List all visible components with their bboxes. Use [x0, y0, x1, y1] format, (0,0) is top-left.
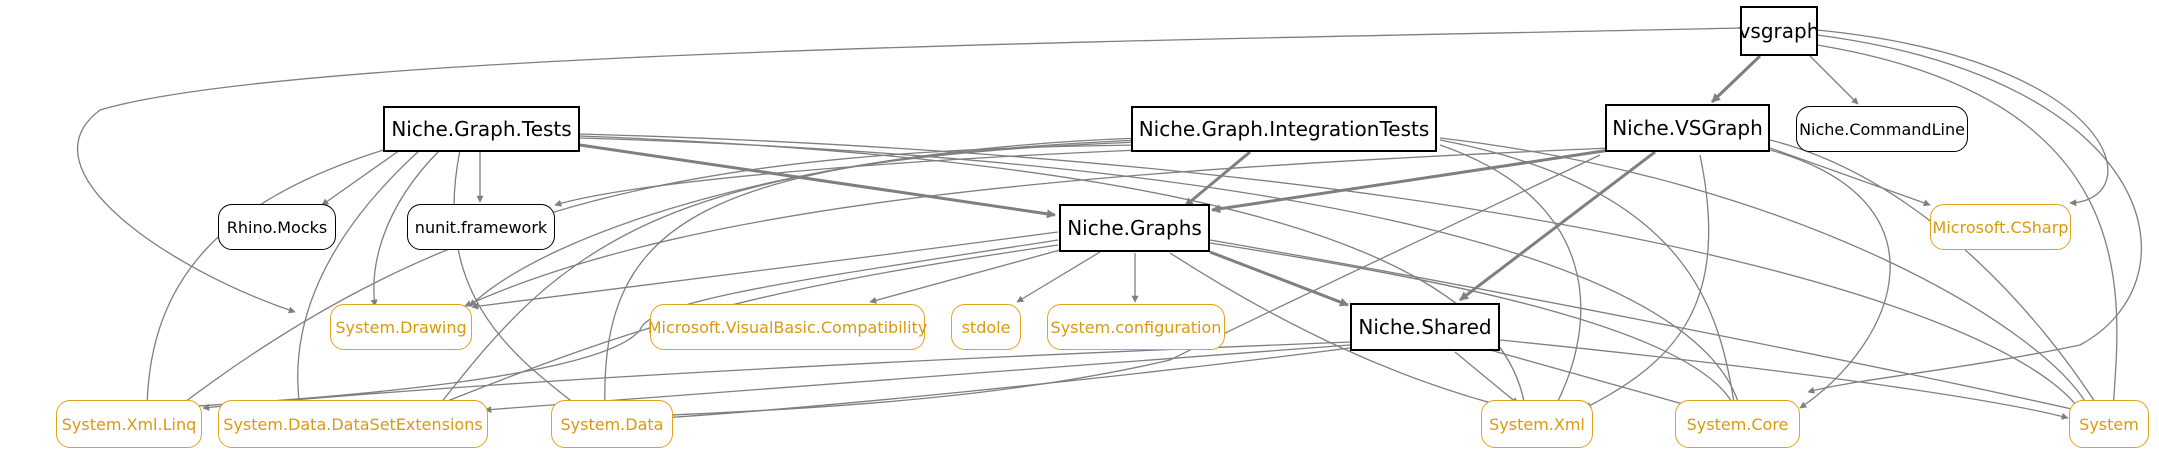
edge-tests-xmllinq	[143, 147, 391, 408]
node-label: System.Xml	[1489, 414, 1585, 434]
node-niche-graph-tests[interactable]: Niche.Graph.Tests	[383, 106, 580, 152]
edge-shared-xml	[1454, 351, 1519, 405]
node-label: System.Data	[560, 414, 664, 434]
node-system-configuration[interactable]: System.configuration	[1047, 304, 1225, 350]
edge-shared-core	[1489, 349, 1691, 408]
node-label: Niche.Graphs	[1067, 216, 1202, 240]
edge-shared-system	[1499, 339, 2069, 420]
node-niche-graph-integrationtests[interactable]: Niche.Graph.IntegrationTests	[1131, 106, 1437, 152]
edge-graphs-system	[1209, 239, 2086, 415]
edge-tests-datasetext	[295, 149, 421, 409]
node-label: nunit.framework	[414, 217, 548, 237]
node-system-data-datasetextensions[interactable]: System.Data.DataSetExtensions	[218, 400, 488, 448]
edge-graphs-xmllinq	[179, 239, 1059, 411]
edge-vsgraph-system	[1816, 44, 2118, 411]
node-label: vsgraph	[1738, 19, 1820, 43]
edge-integ-system	[1439, 137, 2091, 411]
node-label: System.Xml.Linq	[61, 414, 197, 434]
edge-graphs-drawing	[471, 231, 1059, 310]
node-niche-commandline[interactable]: Niche.CommandLine	[1796, 106, 1968, 152]
node-system-xml[interactable]: System.Xml	[1481, 400, 1593, 448]
node-system[interactable]: System	[2069, 400, 2149, 448]
node-niche-vsgraph[interactable]: Niche.VSGraph	[1605, 104, 1770, 152]
edge-graphs-vbcompat	[869, 249, 1061, 304]
edge-integ-graphs	[1184, 150, 1251, 208]
node-system-data[interactable]: System.Data	[551, 400, 673, 448]
node-label: System.Drawing	[335, 317, 467, 337]
node-rhino-mocks[interactable]: Rhino.Mocks	[218, 204, 336, 250]
node-stdole[interactable]: stdole	[951, 304, 1021, 350]
edge-vsgraph-vsgraphproj	[1710, 54, 1762, 104]
edge-vsgraph-drawing	[76, 27, 1741, 314]
node-label: stdole	[961, 317, 1011, 337]
node-label: Niche.Shared	[1358, 315, 1492, 339]
node-label: System.Data.DataSetExtensions	[223, 414, 483, 434]
node-niche-graphs[interactable]: Niche.Graphs	[1059, 204, 1210, 252]
edge-tests-drawing	[370, 149, 441, 307]
edge-graphs-core	[1209, 242, 1736, 409]
edge-integ-datasetext	[436, 141, 1141, 409]
edge-tests-data	[453, 149, 581, 409]
node-label: Niche.Graph.Tests	[391, 117, 572, 141]
node-label: Niche.Graph.IntegrationTests	[1138, 117, 1430, 141]
node-label: Niche.CommandLine	[1799, 119, 1965, 139]
edge-graphs-shared	[1209, 250, 1349, 307]
edge-integ-xmllinq	[176, 144, 1141, 409]
node-microsoft-visualbasic-compatibility[interactable]: Microsoft.VisualBasic.Compatibility	[647, 304, 928, 350]
node-microsoft-csharp[interactable]: Microsoft.CSharp	[1930, 204, 2071, 250]
node-label: System	[2079, 414, 2139, 434]
edge-vsproj-drawing	[464, 147, 1611, 307]
node-label: Microsoft.CSharp	[1932, 217, 2069, 237]
edge-vsgraph-csharp	[1816, 29, 2109, 207]
edge-integ-data	[601, 139, 1141, 409]
edge-integ-core	[1439, 139, 1738, 409]
node-niche-shared[interactable]: Niche.Shared	[1350, 303, 1500, 351]
edge-tests-core	[579, 137, 1742, 409]
edge-shared-xmllinq	[202, 341, 1351, 411]
edge-vsproj-xml	[1584, 154, 1710, 409]
node-label: Microsoft.VisualBasic.Compatibility	[647, 317, 928, 337]
node-label: System.Core	[1686, 414, 1789, 434]
node-system-drawing[interactable]: System.Drawing	[330, 304, 472, 350]
node-nunit-framework[interactable]: nunit.framework	[407, 204, 555, 250]
node-label: System.configuration	[1050, 317, 1222, 337]
edge-graphs-stdole	[1016, 251, 1101, 303]
edge-vsgraph-core	[1807, 34, 2143, 394]
node-label: Rhino.Mocks	[226, 217, 328, 237]
node-system-xml-linq[interactable]: System.Xml.Linq	[56, 400, 202, 448]
edge-integ-xml	[1439, 144, 1582, 408]
edge-vsproj-shared	[1459, 150, 1656, 302]
edge-shared-data	[629, 347, 1351, 424]
edge-integ-drawing	[469, 137, 1141, 307]
edge-tests-graphs	[579, 143, 1056, 219]
edge-vsgraph-commandline	[1809, 55, 1859, 105]
edge-vsproj-csharp	[1769, 147, 1931, 207]
node-vsgraph[interactable]: vsgraph	[1738, 6, 1820, 56]
edge-tests-rhino	[321, 149, 401, 206]
edge-vsproj-graphs	[1211, 148, 1611, 214]
edge-vsproj-system	[1769, 139, 2101, 411]
node-system-core[interactable]: System.Core	[1675, 400, 1800, 448]
edge-integ-nunit	[554, 149, 1141, 207]
node-label: Niche.VSGraph	[1612, 116, 1763, 140]
edge-vsproj-core	[1769, 149, 1891, 409]
